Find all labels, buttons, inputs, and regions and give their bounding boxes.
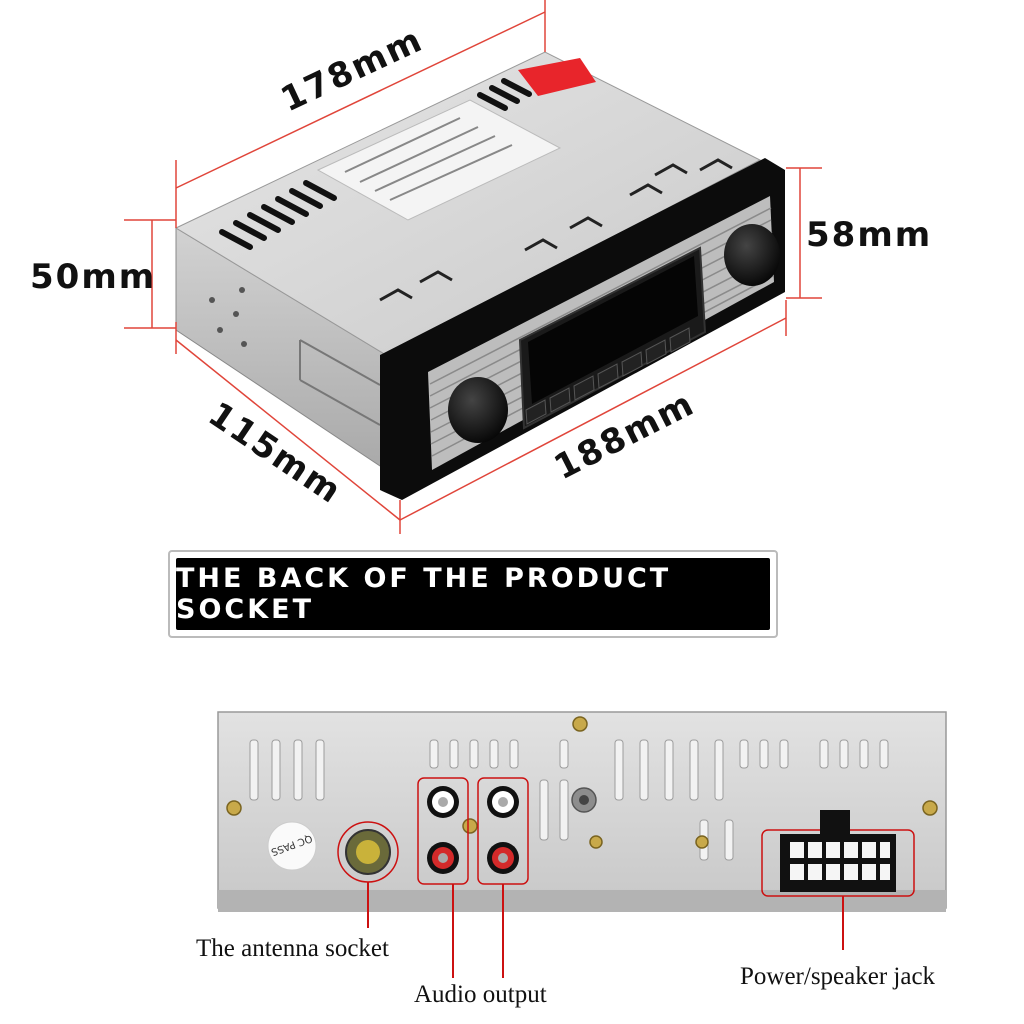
callout-antenna: The antenna socket <box>196 935 389 962</box>
red-sticker <box>518 58 596 96</box>
preset-buttons <box>525 327 691 425</box>
audio-highlight-left <box>417 777 469 885</box>
qc-pass-sticker <box>267 821 317 871</box>
banner-title: THE BACK OF THE PRODUCT SOCKET <box>176 563 672 625</box>
back-panel: QC PASS <box>217 711 947 912</box>
tuning-knob-icon <box>724 224 780 286</box>
radio-unit <box>174 51 785 500</box>
dimension-lines <box>124 0 822 534</box>
vent-slots-icon <box>219 78 532 250</box>
screw-icon <box>226 716 938 849</box>
callout-power: Power/speaker jack <box>740 963 936 990</box>
callout-lines <box>367 882 844 978</box>
section-banner: THE BACK OF THE PRODUCT SOCKET <box>168 550 778 638</box>
callout-audio: Audio output <box>414 981 547 1008</box>
rca-jack-icon <box>427 786 519 874</box>
volume-knob-icon <box>448 377 508 443</box>
dimension-width-top: 178mm <box>275 20 430 120</box>
dimension-height-back: 50mm <box>30 257 156 297</box>
dimension-height-front: 58mm <box>806 215 932 255</box>
